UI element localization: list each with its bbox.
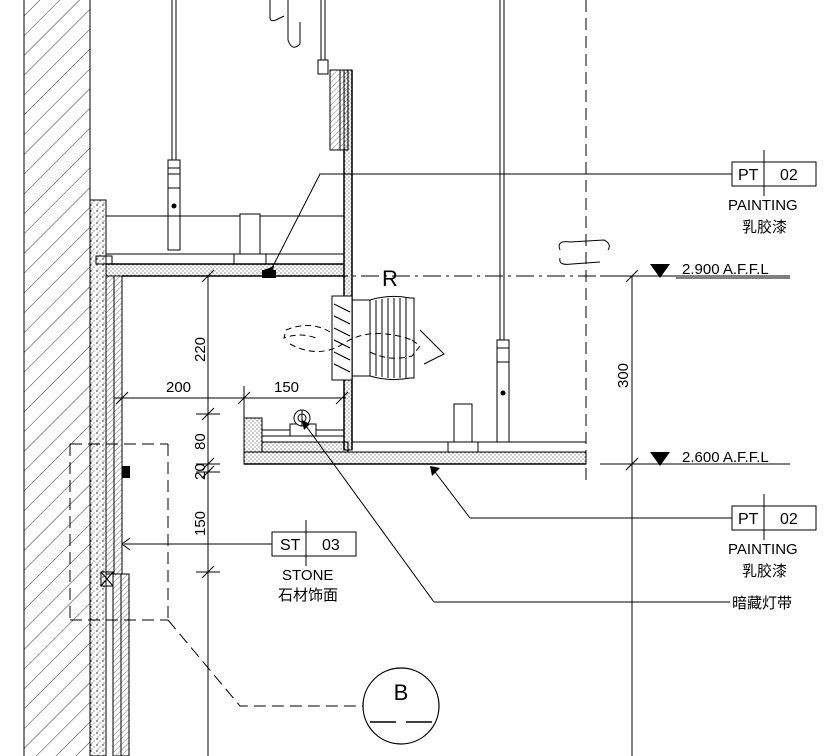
return-air-grille: [331, 295, 415, 381]
leader-lines: [121, 173, 732, 603]
section-marker-letter: B: [394, 680, 409, 705]
dim-80: 80: [192, 433, 209, 450]
tag-stone: [271, 520, 357, 566]
lower-ceiling-frame: [243, 403, 587, 465]
dim-220: 220: [192, 337, 209, 362]
light-strip-label: 暗藏灯带: [732, 594, 792, 612]
tag-top-code: PT: [738, 167, 759, 184]
tag-painting-bottom: [731, 494, 817, 540]
hanger-rods: [167, 0, 510, 443]
tag-top-number: 02: [780, 167, 798, 184]
level-upper-label: 2.900 A.F.F.L: [682, 261, 769, 278]
tag-painting-top: [731, 150, 817, 196]
level-marker-upper: [600, 264, 790, 279]
dim-150-vertical: 150: [192, 511, 209, 536]
tag-bottom-name-en: PAINTING: [728, 541, 798, 558]
section-marker: [362, 667, 440, 745]
level-lower-label: 2.600 A.F.F.L: [682, 449, 769, 466]
wall-cladding: [89, 199, 130, 756]
tag-top-name-en: PAINTING: [728, 197, 798, 214]
upper-ceiling-frame: [105, 213, 345, 278]
tag-stone-name-cn: 石材饰面: [278, 586, 338, 604]
tag-bottom-number: 02: [780, 511, 798, 528]
detail-boundary: [69, 0, 640, 707]
tag-stone-number: 03: [322, 537, 340, 554]
dim-150-horizontal: 150: [274, 379, 299, 396]
break-lines: [269, 0, 610, 265]
dim-200: 200: [166, 379, 191, 396]
dim-300: 300: [615, 363, 632, 388]
tag-bottom-code: PT: [738, 511, 759, 528]
tag-bottom-name-cn: 乳胶漆: [742, 562, 787, 580]
level-marker-lower: [600, 452, 790, 466]
tag-stone-code: ST: [280, 537, 301, 554]
tag-stone-name-en: STONE: [282, 567, 333, 584]
airflow-arrows: [283, 325, 445, 365]
return-air-label: R: [382, 266, 398, 291]
dimension-lines: [114, 269, 639, 756]
tag-top-name-cn: 乳胶漆: [742, 218, 787, 236]
dim-20: 20: [192, 463, 209, 480]
vertical-bulkhead: [329, 69, 353, 451]
structural-wall: [23, 0, 91, 756]
